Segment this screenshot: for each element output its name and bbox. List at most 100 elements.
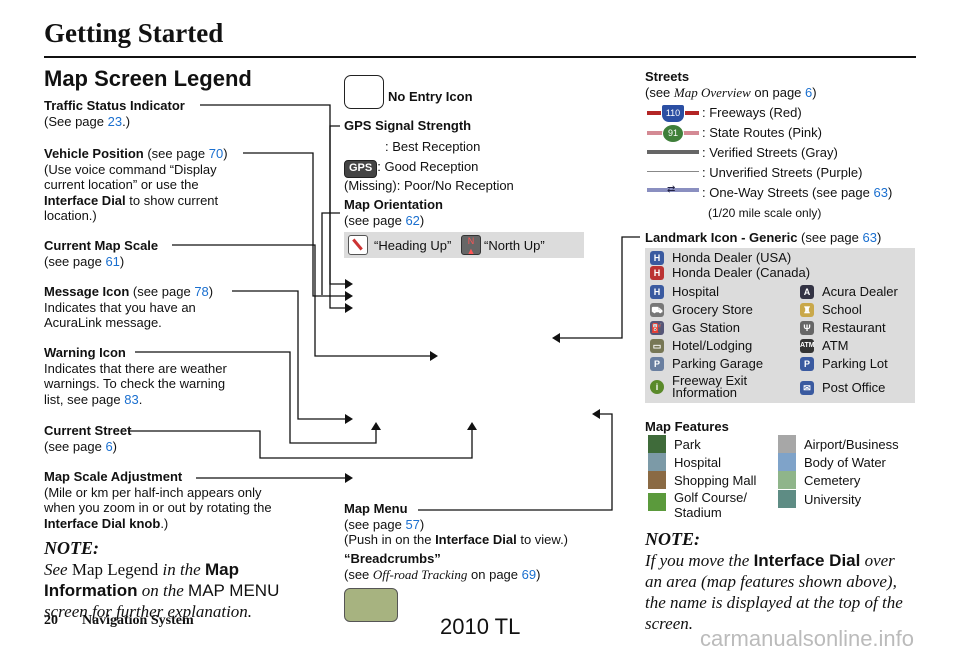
street-verified: : Verified Streets (Gray) — [702, 145, 838, 160]
note-onthe: on the — [137, 581, 189, 600]
traffic-post: .) — [122, 113, 131, 129]
vehicle-page-link[interactable]: 70 — [208, 146, 224, 161]
landmark-exit-line1: Freeway Exit — [672, 373, 748, 388]
street-oneway: : One-Way Streets (see page — [702, 185, 874, 200]
feature-water: Body of Water — [804, 454, 886, 470]
warning-page-link[interactable]: 83 — [124, 391, 139, 407]
streets-block: Streets (see Map Overview on page 6) — [645, 69, 915, 100]
warning-line2: Indicates that there are weather — [44, 360, 227, 376]
watermark-site: carmanualsonline.info — [700, 626, 915, 651]
gps-good: : Good Reception — [377, 159, 479, 174]
breadcrumbs-block: “Breadcrumbs” (see Off-road Tracking on … — [344, 551, 604, 582]
traffic-status-title: Traffic Status Indicator — [44, 98, 185, 113]
menu-see: (see page — [344, 516, 406, 532]
bread-see: (see — [344, 566, 373, 582]
note-menu: MAP MENU — [188, 581, 280, 600]
streets-see: (see — [645, 84, 674, 100]
no-entry-icon — [344, 75, 384, 109]
menu-post: ) — [419, 516, 425, 532]
scale-see: (see page — [44, 253, 106, 269]
traffic-page-link[interactable]: 23 — [107, 113, 123, 129]
hospital-icon: H — [650, 284, 664, 299]
rnote-l2: an area (map features shown above), — [645, 572, 897, 591]
compass-heading-up-icon — [348, 235, 368, 255]
orient-page-link[interactable]: 62 — [405, 212, 420, 228]
landmark-page-link[interactable]: 63 — [862, 230, 877, 245]
gps-icon: GPS — [344, 160, 378, 178]
scale-page-link[interactable]: 61 — [105, 253, 120, 269]
streets-page-link[interactable]: 6 — [805, 84, 813, 100]
parking-lot-icon: P — [800, 356, 814, 371]
map-scale-title: Current Map Scale — [44, 238, 159, 253]
streets-ref: Map Overview — [673, 84, 751, 100]
water-swatch — [778, 453, 796, 471]
adjust-line2: (Mile or km per half-inch appears only — [44, 484, 262, 500]
street-see: (see page — [44, 438, 106, 454]
atm-icon: ATM — [800, 338, 815, 353]
north-up-label: “North Up” — [484, 238, 545, 253]
scale-adjust-title: Map Scale Adjustment — [44, 469, 183, 484]
message-icon-block: Message Icon (see page 78) Indicates tha… — [44, 284, 294, 331]
message-page-link[interactable]: 78 — [194, 284, 209, 299]
freeway-exit-info-icon: i — [650, 380, 664, 394]
menu-page-link[interactable]: 57 — [405, 516, 420, 532]
map-menu-title: Map Menu — [344, 501, 408, 516]
feature-mall: Shopping Mall — [674, 472, 757, 488]
vehicle-line3: current location” or use the — [44, 177, 199, 192]
note-rest: screen for further explanation. — [44, 602, 253, 621]
oneway-post: ) — [887, 185, 893, 200]
map-features-title: Map Features — [645, 419, 729, 434]
vehicle-line2: (Use voice command “Display — [44, 161, 217, 177]
message-icon-title: Message Icon — [44, 284, 130, 299]
breadcrumbs-icon — [344, 588, 398, 622]
warning-line3: warnings. To check the warning — [44, 376, 226, 391]
adjust-interface-dial: Interface Dial knob — [44, 515, 161, 531]
landmark-grocery: Grocery Store — [672, 302, 753, 317]
hotel-bed-icon: ▭ — [650, 338, 664, 353]
scale-post: ) — [119, 253, 125, 269]
landmark-exit-line2: Information — [672, 385, 738, 400]
state-route-line-icon: 91 — [647, 124, 699, 143]
orientation-title: Map Orientation — [344, 197, 443, 212]
unverified-street-line — [647, 171, 699, 172]
vehicle-see: (see page — [143, 146, 209, 161]
current-map-scale-block: Current Map Scale (see page 61) — [44, 238, 294, 269]
university-swatch — [778, 490, 796, 508]
gps-missing: (Missing): Poor/No Reception — [344, 177, 514, 193]
landmark-post-office: Post Office — [822, 380, 886, 395]
street-page-link[interactable]: 6 — [105, 438, 113, 454]
feature-cemetery: Cemetery — [804, 472, 861, 488]
traffic-see: (See page — [44, 113, 108, 129]
orient-see: (see page — [344, 212, 406, 228]
bread-post: ) — [536, 566, 541, 582]
landmark-school: School — [822, 302, 862, 317]
vehicle-line4: to show current — [125, 192, 219, 208]
post-office-icon: ✉ — [800, 380, 814, 395]
park-swatch — [648, 435, 666, 453]
current-street-block: Current Street (see page 6) — [44, 423, 294, 454]
street-freeway: : Freeways (Red) — [702, 105, 802, 120]
message-post: ) — [208, 284, 214, 299]
street-unverified: : Unverified Streets (Purple) — [702, 165, 863, 180]
rnote-b: Interface Dial — [753, 551, 861, 570]
footer-section: Navigation System — [82, 613, 194, 628]
orient-post: ) — [419, 212, 425, 228]
landmark-acura: Acura Dealer — [822, 284, 898, 299]
feature-university: University — [804, 491, 862, 507]
landmark-post: ) — [876, 230, 882, 245]
watermark-model: 2010 TL — [440, 614, 521, 639]
streets-title: Streets — [645, 69, 690, 84]
note-information: Information — [44, 581, 138, 600]
bread-page-link[interactable]: 69 — [521, 566, 537, 582]
grocery-cart-icon: ⛟ — [650, 302, 664, 317]
no-entry-label: No Entry Icon — [388, 89, 473, 104]
vehicle-post: ) — [223, 146, 228, 161]
heading-up-label: “Heading Up” — [374, 238, 452, 253]
feature-golf: Golf Course/ — [674, 490, 747, 505]
landmark-parking-lot: Parking Lot — [822, 356, 888, 371]
landmark-honda-canada: Honda Dealer (Canada) — [672, 265, 811, 280]
oneway-page-link[interactable]: 63 — [873, 185, 888, 200]
north-up-icon: N▲ — [461, 235, 481, 256]
page-number: 20 — [44, 613, 58, 628]
